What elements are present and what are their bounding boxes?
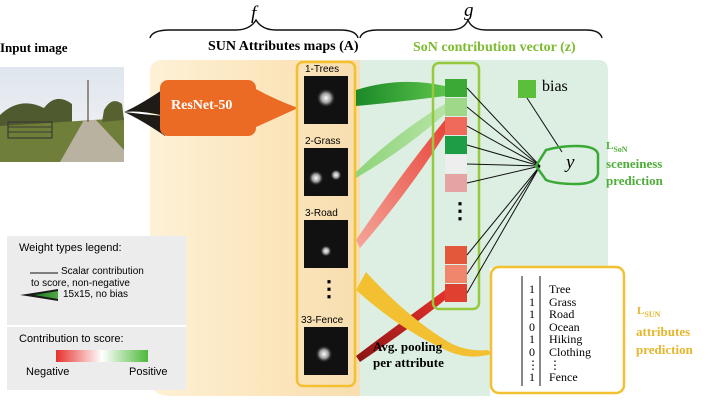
brace-f [149, 18, 359, 39]
son-desc-line-2: prediction [606, 173, 663, 188]
attribute-label-fence: 33-Fence [301, 315, 344, 326]
legend-negative-label: Negative [26, 366, 70, 378]
attribute-name: Clothing [549, 344, 592, 359]
input-funnel [124, 88, 165, 136]
trees-contribution-wedge [356, 81, 445, 106]
pooling-label-line-1: Avg. pooling [373, 339, 443, 354]
attribute-label-grass: 2-Grass [305, 136, 341, 147]
scalar-line-top-2 [466, 106, 541, 167]
scalar-line-top-4 [466, 144, 541, 167]
bias-label: bias [542, 78, 568, 95]
legend-contribution-gradient [56, 350, 148, 362]
attribute-name: Ocean [549, 319, 580, 334]
pooling-arrow [356, 272, 492, 357]
legend-scalar-line-1: Scalar contribution [61, 266, 144, 277]
f-region [150, 60, 360, 396]
vector-cell-bottom-1 [445, 246, 467, 264]
scalar-contribution-lines [466, 87, 541, 294]
vector-cell-top-1 [445, 79, 467, 97]
vector-cell-top-6 [445, 174, 467, 192]
resnet-block [160, 80, 256, 136]
attribute-value: 1 [529, 307, 535, 322]
attribute-name: Fence [549, 370, 578, 385]
pooling-label-line-2: per attribute [373, 355, 444, 370]
attribute-value: 1 [529, 282, 535, 296]
fence-contribution-wedge [356, 290, 445, 362]
output-y-symbol: y [566, 152, 575, 173]
vector-cell-bottom-2 [445, 265, 467, 283]
scalar-line-bottom-1 [466, 165, 541, 256]
legend-conv-wedge-overlay [34, 291, 58, 299]
legend-title: Weight types legend: [19, 242, 122, 254]
output-y-box [534, 144, 600, 186]
attribute-value: 1 [529, 332, 535, 347]
resnet-funnel [254, 88, 298, 128]
legend-contribution-title: Contribution to score: [19, 333, 124, 345]
bias-line [526, 97, 563, 153]
attribute-name: ⋮ [549, 357, 561, 372]
bias-square [518, 80, 536, 98]
sun-loss-label: LSUN [637, 305, 660, 319]
vector-cell-top-2 [445, 98, 467, 116]
brace-g [359, 18, 603, 39]
attribute-label-road: 3-Road [305, 208, 338, 219]
son-loss-label: LSoN [606, 140, 628, 154]
attributes-panel [489, 265, 626, 395]
son-loss-symbol: L [606, 140, 614, 152]
legend-scalar-line-2: to score, non-negative [31, 278, 130, 289]
attribute-label-trees: 1-Trees [305, 64, 340, 75]
vector-cell-top-3 [445, 117, 467, 135]
maps-ellipsis: ⋮ [318, 276, 340, 301]
son-vector-label: SoN contribution vector (z) [413, 40, 576, 55]
scalar-line-top-3 [466, 125, 541, 167]
attribute-name: Grass [549, 294, 577, 309]
scalar-line-top-5 [466, 163, 541, 167]
son-loss-subscript: SoN [613, 145, 628, 155]
son-desc-line-1: sceneiness [606, 156, 663, 171]
sun-desc-line-1: attributes [636, 324, 691, 339]
sun-loss-subscript: SUN [644, 310, 661, 320]
attribute-value: 1 [529, 294, 535, 309]
attribute-value: ⋮ [527, 357, 539, 372]
scalar-line-top-1 [466, 87, 541, 167]
vector-cell-bottom-3 [445, 284, 467, 302]
vector-ellipsis: ⋮ [449, 198, 471, 223]
f-symbol: f [251, 3, 257, 24]
sun-loss-symbol: L [637, 305, 645, 317]
grass-contribution-wedge [356, 104, 445, 178]
attribute-value: 0 [529, 344, 535, 359]
attribute-maps-panel [295, 60, 357, 388]
son-vector-cells [445, 79, 467, 302]
legend-conv-label: 15x15, no bias [63, 289, 129, 300]
son-vector-panel [431, 61, 481, 311]
attribute-value: 1 [529, 370, 535, 385]
scalar-line-bottom-3 [466, 165, 541, 294]
scalar-line-bottom-2 [466, 165, 541, 275]
legend-positive-label: Positive [129, 366, 168, 378]
attribute-value: 0 [529, 319, 535, 334]
resnet-label: ResNet-50 [171, 98, 233, 113]
g-symbol: g [464, 0, 474, 21]
attribute-name: Hiking [549, 332, 583, 347]
scalar-line-top-6 [466, 165, 541, 184]
attribute-name: Road [549, 307, 575, 322]
input-image-label: Input image [0, 40, 68, 55]
input-image [0, 67, 124, 162]
sun-desc-line-2: prediction [636, 342, 693, 357]
sun-maps-label: SUN Attributes maps (A) [208, 39, 359, 54]
attribute-map-images [304, 76, 348, 375]
vector-cell-top-4 [445, 136, 467, 154]
legend-panel [7, 236, 186, 390]
road-contribution-wedge [356, 120, 445, 248]
vector-cell-top-5 [445, 155, 467, 173]
attribute-name: Tree [549, 282, 571, 296]
